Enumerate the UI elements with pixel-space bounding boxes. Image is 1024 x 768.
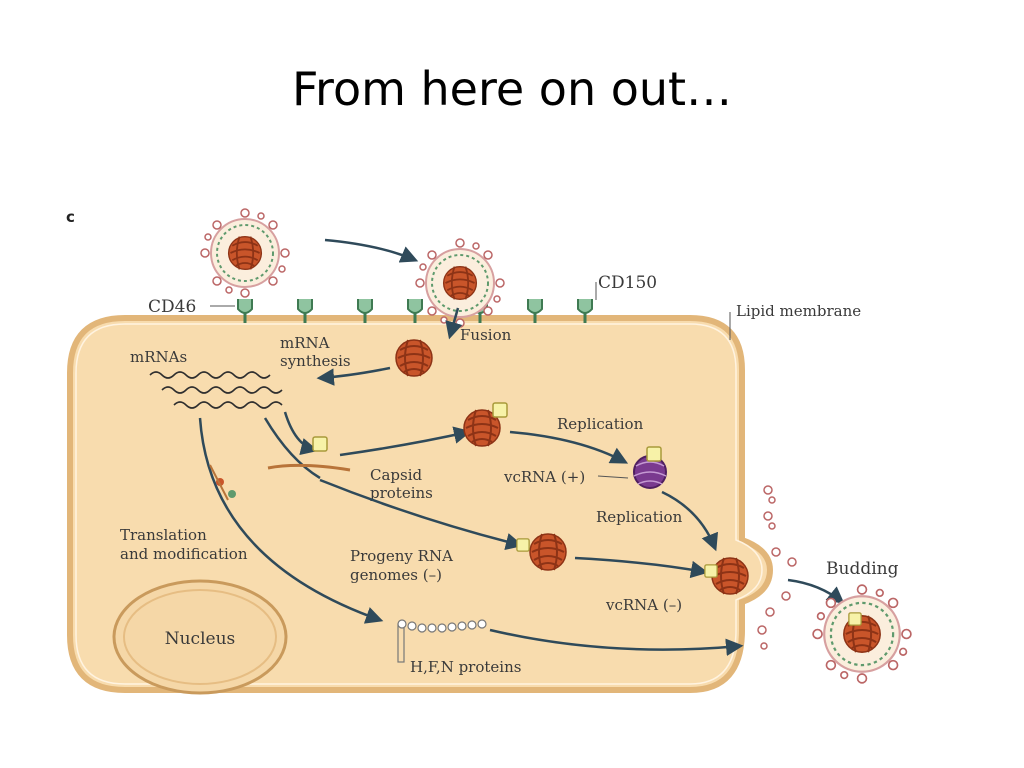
label-budding: Budding bbox=[826, 559, 899, 579]
slide-title: From here on out… bbox=[291, 62, 733, 116]
attaching-virion bbox=[416, 239, 504, 327]
label-replication-1: Replication bbox=[557, 415, 644, 433]
surface-glycoproteins bbox=[757, 485, 797, 650]
label-progeny-genomes: genomes (–) bbox=[350, 566, 442, 584]
measles-replication-diagram: c CD46 CD150 Lipid membrane Fusion mRNA … bbox=[50, 200, 960, 710]
label-cd46: CD46 bbox=[148, 297, 196, 317]
label-capsid: Capsid bbox=[370, 466, 423, 484]
progeny-nucleocapsid bbox=[529, 533, 567, 571]
label-proteins: proteins bbox=[370, 484, 433, 502]
label-progeny-rna: Progeny RNA bbox=[350, 547, 453, 565]
label-replication-2: Replication bbox=[596, 508, 683, 526]
label-mrnas: mRNAs bbox=[130, 348, 187, 366]
label-synthesis: synthesis bbox=[280, 352, 351, 370]
budded-virion bbox=[813, 585, 911, 683]
diagram-canvas: c CD46 CD150 Lipid membrane Fusion mRNA … bbox=[66, 208, 960, 695]
panel-letter: c bbox=[66, 208, 75, 226]
released-nucleocapsid bbox=[395, 339, 433, 377]
label-cd150: CD150 bbox=[598, 273, 657, 293]
label-mrna: mRNA bbox=[280, 334, 330, 352]
label-vcrna-minus: vcRNA (–) bbox=[605, 596, 682, 614]
label-translation: Translation bbox=[120, 526, 207, 544]
nucleus bbox=[112, 579, 288, 695]
label-fusion: Fusion bbox=[460, 326, 512, 344]
label-vcrna-plus: vcRNA (+) bbox=[503, 468, 585, 486]
hfn-proteins bbox=[397, 619, 487, 663]
label-modification: and modification bbox=[120, 545, 248, 563]
label-nucleus: Nucleus bbox=[165, 629, 236, 649]
incoming-virion bbox=[201, 209, 289, 297]
label-hfn-proteins: H,F,N proteins bbox=[410, 658, 521, 676]
label-lipid-membrane: Lipid membrane bbox=[736, 302, 861, 320]
capsid-protein bbox=[312, 436, 328, 452]
mrna-strands bbox=[149, 371, 283, 409]
